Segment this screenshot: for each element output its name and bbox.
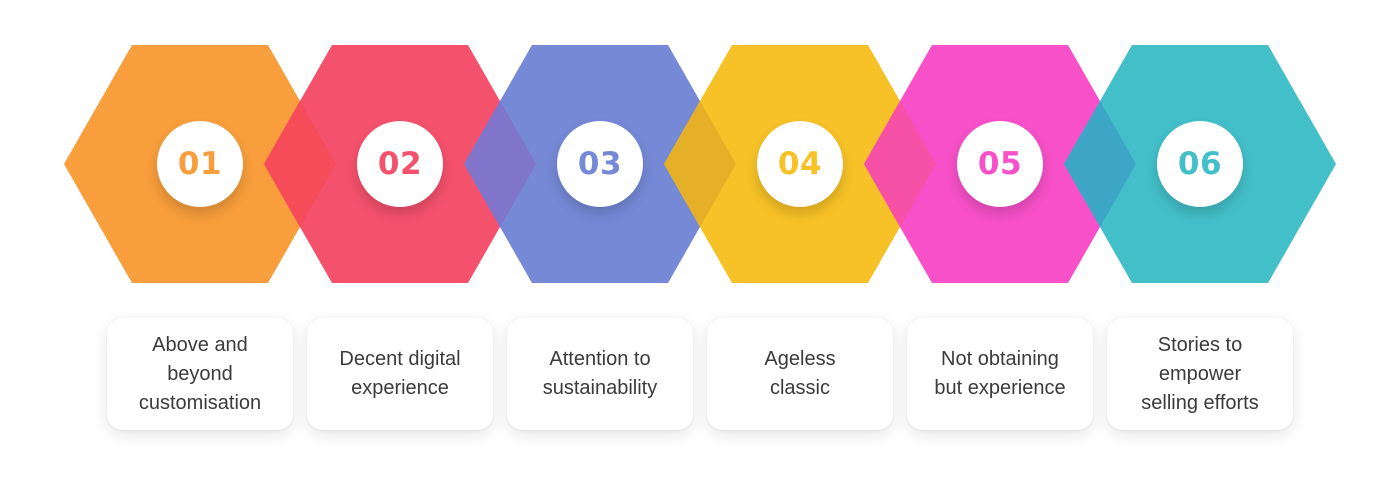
step-number: 02 [377,146,423,182]
step-label-card: Ageless classic [707,318,893,430]
step-number: 05 [977,146,1023,182]
step-label-card: Not obtaining but experience [907,318,1093,430]
step-number-circle: 05 [957,121,1043,207]
step-number-circle: 02 [357,121,443,207]
step-label: Decent digital experience [339,348,461,399]
step-label-card: Above and beyond customisation [107,318,293,430]
step-label: Stories to empower selling efforts [1141,333,1259,414]
step-label-card: Decent digital experience [307,318,493,430]
step-number: 06 [1177,146,1223,182]
step-label-card: Stories to empower selling efforts [1107,318,1293,430]
step-label: Above and beyond customisation [138,333,262,414]
step-number-circle: 04 [757,121,843,207]
step-number: 01 [177,146,223,182]
step-label: Not obtaining but experience [934,348,1066,399]
step-label: Ageless classic [764,348,836,399]
step-number-circle: 03 [557,121,643,207]
step-number: 03 [577,146,623,182]
step-label-card: Attention to sustainability [507,318,693,430]
step-number-circle: 06 [1157,121,1243,207]
step-number-circle: 01 [157,121,243,207]
step-number: 04 [777,146,823,182]
step-label: Attention to sustainability [542,348,658,399]
